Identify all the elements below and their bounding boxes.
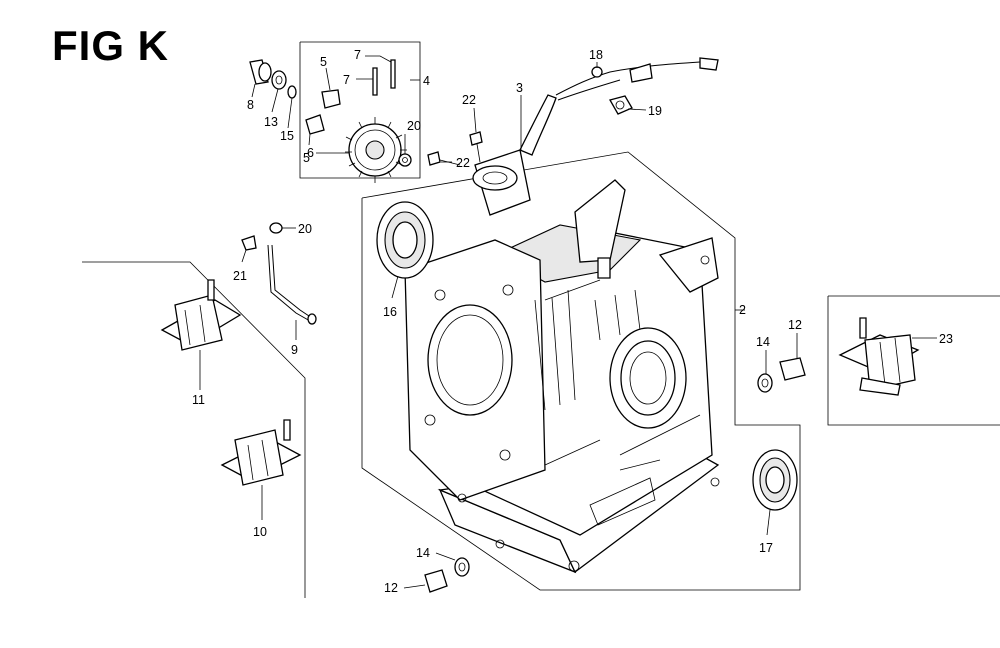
frame-lines [82, 41, 1000, 598]
drain-bolt-right [757, 357, 806, 393]
fasteners-upper [427, 95, 633, 166]
callout-22: 22 [462, 93, 476, 107]
callout-14: 14 [756, 335, 770, 349]
callout-19: 19 [648, 104, 662, 118]
callout-11: 11 [192, 393, 205, 407]
callout-22: 22 [456, 156, 470, 170]
oil-seal [752, 449, 798, 511]
callout-8: 8 [247, 98, 254, 112]
leader-lines [199, 55, 937, 589]
engine-mount-10 [220, 419, 302, 486]
engine-mount-23 [838, 317, 920, 396]
callout-3: 3 [516, 81, 523, 95]
callout-4: 4 [423, 74, 430, 88]
callout-labels: 7 18 5 7 4 3 22 19 8 13 15 6 20 5 22 20 … [192, 48, 953, 595]
callout-14: 14 [416, 546, 430, 560]
figure-title: FIG K [52, 22, 169, 69]
callout-6: 6 [307, 146, 314, 160]
governor-shaft-parts [249, 59, 297, 99]
engine-mount-11 [160, 279, 242, 351]
callout-10: 10 [253, 525, 267, 539]
callout-12: 12 [788, 318, 802, 332]
governor-assembly [305, 59, 412, 183]
callout-21: 21 [233, 269, 247, 283]
oil-level-switch [472, 57, 719, 216]
callout-16: 16 [383, 305, 397, 319]
callout-15: 15 [280, 129, 294, 143]
callout-18: 18 [589, 48, 603, 62]
crankcase [404, 179, 720, 574]
callout-17: 17 [759, 541, 773, 555]
callout-12: 12 [384, 581, 398, 595]
callout-20: 20 [298, 222, 312, 236]
drain-bolt-bottom [424, 557, 470, 593]
callout-7: 7 [343, 73, 350, 87]
breather-parts [241, 222, 317, 325]
bearing [376, 201, 434, 279]
callout-7: 7 [354, 48, 361, 62]
callout-5: 5 [320, 55, 327, 69]
callout-20: 20 [407, 119, 421, 133]
callout-9: 9 [291, 343, 298, 357]
callout-23: 23 [939, 332, 953, 346]
callout-13: 13 [264, 115, 278, 129]
callout-2: 2 [739, 303, 746, 317]
callout-5: 5 [303, 151, 310, 165]
